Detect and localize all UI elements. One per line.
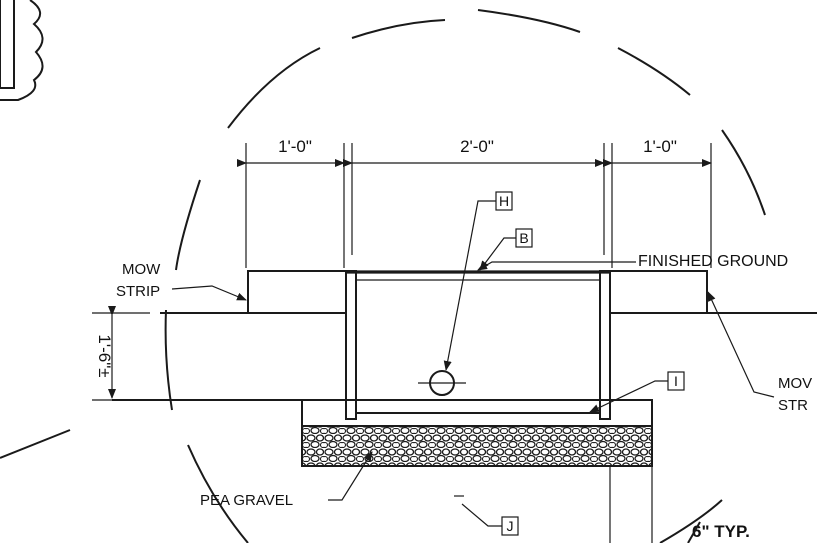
mow-strip-left-label-line1: MOW — [122, 261, 161, 278]
pea-gravel-fill — [301, 425, 653, 467]
dim-left-width: 1'-0" — [278, 137, 312, 156]
dim-right-width: 1'-0" — [643, 137, 677, 156]
valve-box — [345, 270, 611, 420]
mow-strip-left-leader — [171, 285, 247, 301]
detail-circle — [164, 9, 766, 543]
callout-b: B — [519, 230, 528, 246]
mow-strip-right — [609, 270, 708, 314]
thickness-typ-label: 6" TYP. — [692, 522, 750, 541]
mow-strip-right-leader — [707, 291, 775, 398]
mow-strip-left-label-line2: STRIP — [116, 283, 160, 300]
dim-depth: 1'-6"± — [95, 334, 114, 377]
thickness-extension-lines — [609, 466, 653, 543]
thickness-typ-leader — [687, 521, 701, 543]
callout-j-leader — [461, 503, 502, 527]
callout-i: I — [674, 373, 678, 389]
mow-strip-right-label-line2: STR — [778, 397, 808, 414]
mow-strip-left — [247, 270, 347, 314]
pea-gravel-label: PEA GRAVEL — [200, 492, 293, 509]
callout-j: J — [507, 518, 514, 534]
dimension-lines — [108, 159, 712, 399]
pipe-section — [418, 370, 466, 396]
callout-b-leader — [479, 237, 516, 271]
pea-gravel-leader — [328, 451, 373, 501]
callout-i-leader — [589, 380, 668, 413]
callout-h-leader — [443, 200, 496, 371]
revision-cloud — [0, 0, 44, 101]
callout-h: H — [499, 193, 509, 209]
mow-strip-right-label-line1: MOV — [778, 375, 812, 392]
dim-center-width: 2'-0" — [460, 137, 494, 156]
finished-ground-label: FINISHED GROUND — [638, 253, 788, 270]
